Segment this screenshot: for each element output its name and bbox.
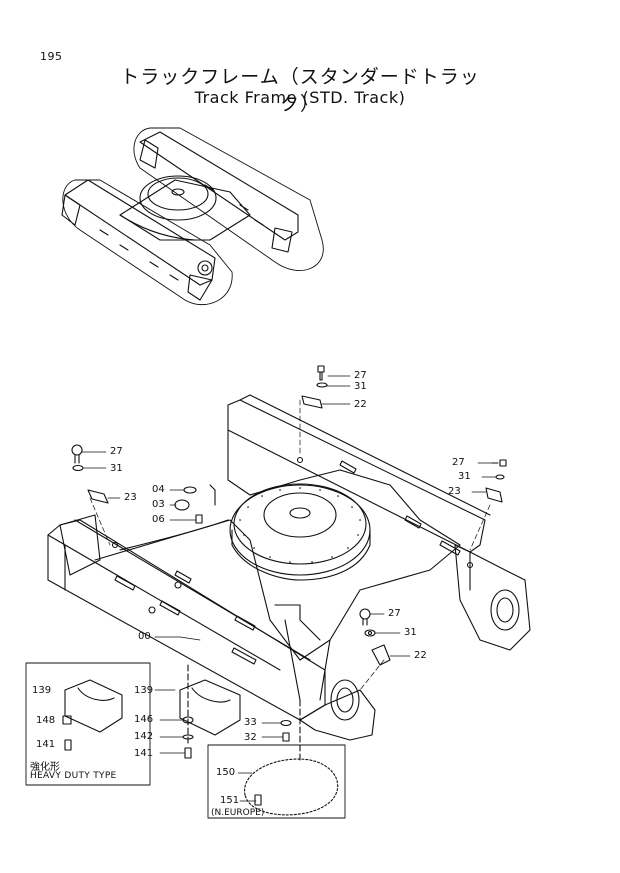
- callout-27-left: 27: [110, 446, 123, 457]
- callout-04: 04: [152, 484, 165, 495]
- main-frame: [47, 394, 531, 741]
- callout-22-top: 22: [354, 399, 367, 410]
- callout-31-left: 31: [110, 463, 123, 474]
- callout-33: 33: [244, 717, 257, 728]
- heavy-duty-label-jp: 強化形: [30, 762, 60, 773]
- page-title-japanese: トラックフレーム（スタンダードトラック）: [120, 66, 480, 115]
- callout-31-top: 31: [354, 381, 367, 392]
- page-number: 195: [40, 50, 63, 63]
- n-europe-region: [207, 744, 346, 819]
- inset-callout-139: 139: [32, 685, 52, 696]
- callout-23-left: 23: [124, 492, 137, 503]
- callout-151: 151: [220, 795, 240, 806]
- leader-lines: [81, 375, 497, 802]
- callout-23-right: 23: [448, 486, 461, 497]
- callout-27-top: 27: [354, 370, 367, 381]
- callout-139: 139: [134, 685, 154, 696]
- callout-32: 32: [244, 732, 257, 743]
- callout-142: 142: [134, 731, 154, 742]
- inset-callout-141: 141: [36, 739, 56, 750]
- heavy-duty-inset: [25, 662, 151, 786]
- inset-callout-148: 148: [36, 715, 56, 726]
- callout-00: 00: [138, 631, 151, 642]
- overview-sketch: [61, 127, 324, 305]
- callout-03: 03: [152, 499, 165, 510]
- callout-150: 150: [216, 767, 236, 778]
- callout-27-front: 27: [388, 608, 401, 619]
- callout-06: 06: [152, 514, 165, 525]
- callout-31-right: 31: [458, 471, 471, 482]
- n-europe-label: (N.EUROPE): [211, 808, 265, 818]
- callout-22-front: 22: [414, 650, 427, 661]
- page-title-english: Track Frame (STD. Track): [194, 88, 406, 107]
- callout-141: 141: [134, 748, 154, 759]
- callout-27-right: 27: [452, 457, 465, 468]
- heavy-duty-label-en: HEAVY DUTY TYPE: [30, 771, 117, 781]
- callout-146: 146: [134, 714, 154, 725]
- callout-31-front: 31: [404, 627, 417, 638]
